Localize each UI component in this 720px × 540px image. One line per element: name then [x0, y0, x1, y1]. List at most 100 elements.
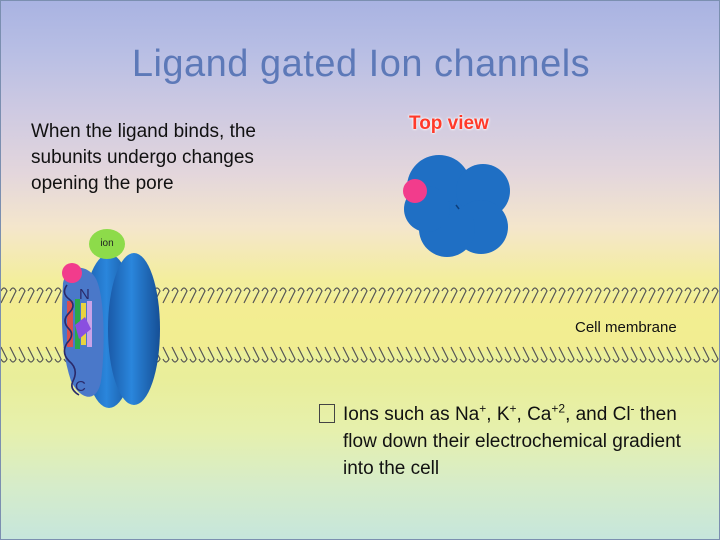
- lipid-head: [630, 287, 638, 304]
- lipid-head: [171, 346, 179, 363]
- lipid-head: [486, 346, 494, 363]
- lipid-head: [297, 346, 305, 363]
- lipid-head: [369, 287, 377, 304]
- lipid-head: [549, 287, 557, 304]
- lipid-head: [27, 346, 35, 363]
- lipid-head: [639, 346, 647, 363]
- lipid-head: [666, 287, 674, 304]
- lipid-head: [333, 287, 341, 304]
- lipid-head: [243, 346, 251, 363]
- lipid-head: [270, 287, 278, 304]
- lipid-head: [207, 346, 215, 363]
- lipid-head: [558, 287, 566, 304]
- lipid-head: [306, 346, 314, 363]
- lipid-head: [693, 287, 701, 304]
- lipid-head: [234, 287, 242, 304]
- lipid-head: [459, 346, 467, 363]
- lipid-head: [432, 287, 440, 304]
- lipid-head: [225, 287, 233, 304]
- lipid-head: [549, 346, 557, 363]
- lipid-head: [351, 346, 359, 363]
- lipid-head: [261, 346, 269, 363]
- lipid-head: [648, 346, 656, 363]
- lipid-head: [495, 287, 503, 304]
- top-view-channel: [403, 155, 510, 257]
- bullet-text-part: , Ca: [516, 404, 552, 425]
- lipid-head: [36, 346, 44, 363]
- lipid-head: [657, 287, 665, 304]
- lipid-head: [342, 346, 350, 363]
- cell-membrane-label: Cell membrane: [575, 319, 677, 336]
- lipid-head: [702, 287, 710, 304]
- lipid-head: [387, 346, 395, 363]
- lipid-head: [675, 287, 683, 304]
- polypeptide-chain: [63, 284, 80, 396]
- lipid-head: [585, 346, 593, 363]
- lipid-head: [513, 346, 521, 363]
- lipid-head: [9, 346, 17, 363]
- lipid-head: [1, 346, 8, 363]
- lipid-head: [279, 287, 287, 304]
- bullet-text-part: Ions such as Na: [343, 404, 480, 425]
- lipid-head: [225, 346, 233, 363]
- lipid-head: [288, 346, 296, 363]
- lipid-head: [558, 346, 566, 363]
- bullet-text-part: , K: [486, 404, 510, 425]
- lipid-head: [162, 346, 170, 363]
- lipid-head: [396, 287, 404, 304]
- bullet-text-part: , and Cl: [565, 404, 631, 425]
- lipid-head: [459, 287, 467, 304]
- n-terminus-label: N: [79, 286, 90, 303]
- lipid-head: [360, 346, 368, 363]
- description-text: When the ligand binds, the subunits unde…: [31, 121, 256, 194]
- lipid-head: [360, 287, 368, 304]
- lipid-head: [684, 346, 692, 363]
- lipid-head: [189, 287, 197, 304]
- lipid-head: [441, 346, 449, 363]
- lipid-head: [441, 287, 449, 304]
- lipid-head: [216, 287, 224, 304]
- charge-superscript: +: [479, 401, 487, 416]
- side-view-channel: N C: [61, 253, 160, 408]
- lipid-head: [621, 346, 629, 363]
- lipid-head: [612, 346, 620, 363]
- lipid-head: [18, 346, 26, 363]
- lipid-head: [504, 287, 512, 304]
- lipid-head: [594, 287, 602, 304]
- lipid-head: [270, 346, 278, 363]
- lipid-head: [234, 346, 242, 363]
- lipid-head: [612, 287, 620, 304]
- lipid-head: [711, 346, 719, 363]
- pore-mark: [455, 204, 460, 210]
- lipid-head: [315, 346, 323, 363]
- lipid-head: [468, 346, 476, 363]
- lipid-head: [423, 287, 431, 304]
- lipid-head: [180, 287, 188, 304]
- lipid-head: [342, 287, 350, 304]
- lipid-head: [684, 287, 692, 304]
- lipid-head: [432, 346, 440, 363]
- lipid-head: [45, 287, 53, 304]
- lipid-head: [423, 346, 431, 363]
- lipid-head: [531, 346, 539, 363]
- channel-subunit-right: [108, 253, 160, 405]
- lipid-head: [495, 346, 503, 363]
- lipid-head: [18, 287, 26, 304]
- lipid-head: [477, 346, 485, 363]
- lipid-head: [315, 287, 323, 304]
- lipid-head: [207, 287, 215, 304]
- c-terminus-label: C: [75, 378, 86, 395]
- lipid-head: [540, 287, 548, 304]
- lipid-head: [306, 287, 314, 304]
- lipid-head: [450, 346, 458, 363]
- transmembrane-helices: [67, 299, 92, 349]
- lipid-head: [45, 346, 53, 363]
- lipid-head: [252, 346, 260, 363]
- lipid-head: [54, 287, 62, 304]
- lipid-head: [261, 287, 269, 304]
- lipid-head: [630, 346, 638, 363]
- lipid-head: [387, 287, 395, 304]
- lipid-head: [54, 346, 62, 363]
- lipid-head: [414, 346, 422, 363]
